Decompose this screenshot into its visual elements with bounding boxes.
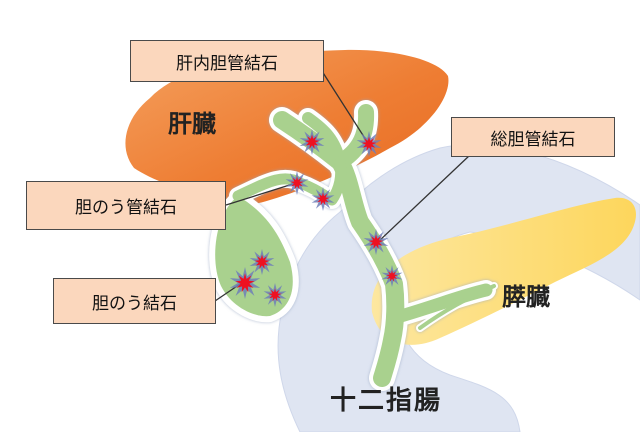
callout-cystic-duct-stone: 胆のう管結石 xyxy=(26,181,226,230)
stone-gallbladder-3 xyxy=(263,283,287,307)
liver-label: 肝臓 xyxy=(168,109,216,138)
stone-common-bile-duct-2 xyxy=(381,265,403,287)
stone-cystic-duct-2 xyxy=(311,187,335,211)
callout-gallbladder-stone: 胆のう結石 xyxy=(53,278,216,324)
stone-intrahepatic-1 xyxy=(299,129,325,155)
stone-common-bile-duct-1 xyxy=(363,229,389,255)
leader-line-intrahepatic xyxy=(319,67,367,141)
callout-leader-lines xyxy=(214,67,471,302)
stone-gallbladder-1 xyxy=(249,249,275,275)
leader-line-common-bile-duct xyxy=(377,154,471,243)
callout-common-bile-duct-stone: 総胆管結石 xyxy=(451,117,615,157)
pancreas-label: 膵臓 xyxy=(502,282,550,311)
stone-cystic-duct-1 xyxy=(285,171,309,195)
stone-intrahepatic-2 xyxy=(356,131,382,157)
leader-line-cystic-duct xyxy=(225,182,297,206)
duodenum-label: 十二指腸 xyxy=(330,386,443,416)
stones-group xyxy=(229,129,403,307)
stone-gallbladder-2 xyxy=(229,267,261,299)
callout-intrahepatic-stone: 肝内胆管結石 xyxy=(130,40,324,82)
